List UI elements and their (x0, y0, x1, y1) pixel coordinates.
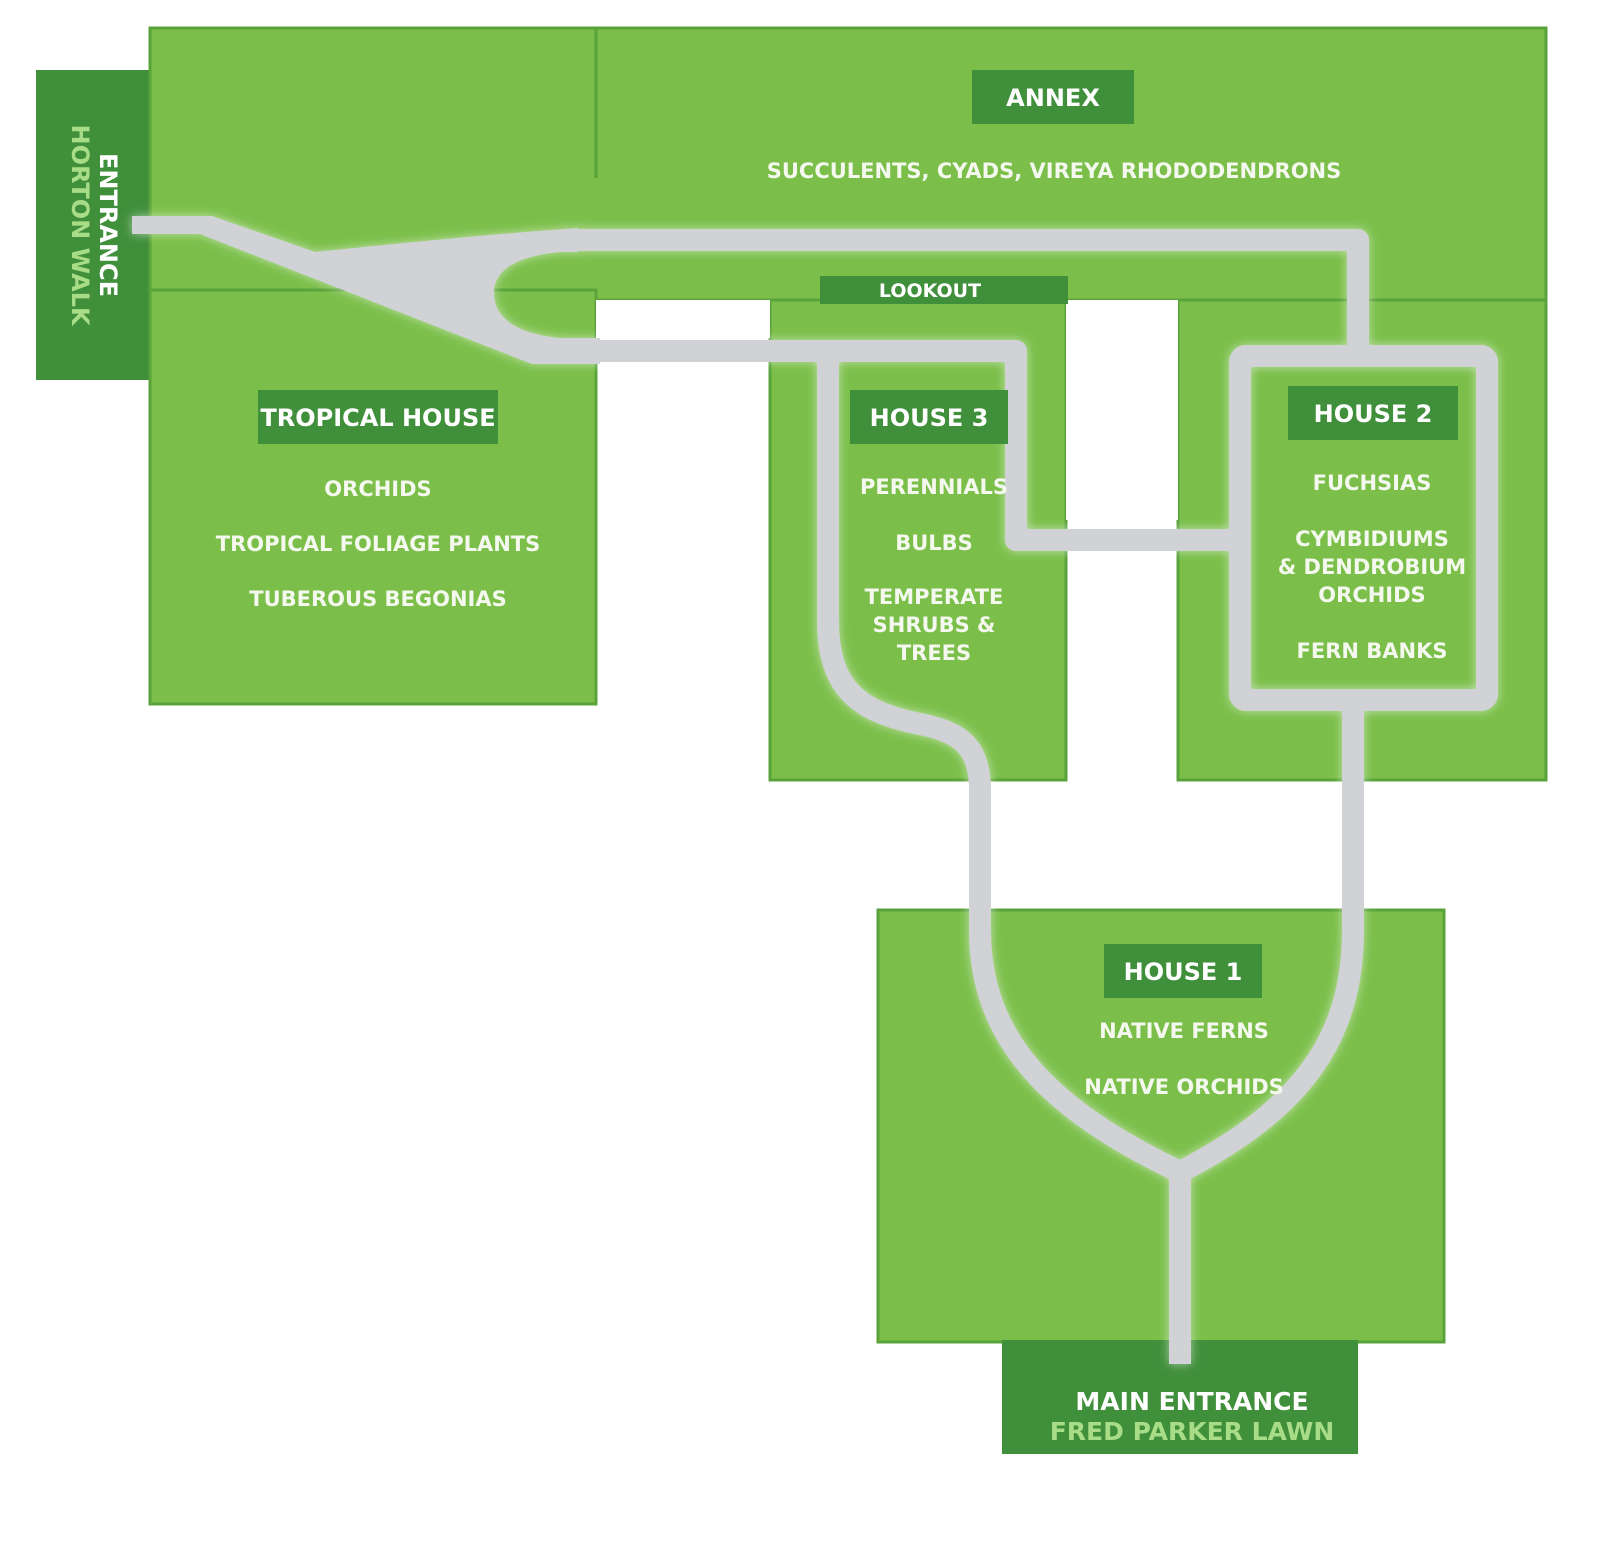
path-entrance-wedge (132, 216, 600, 364)
house3-plant-2: TEMPERATE (865, 585, 1004, 609)
house3-plant-0: PERENNIALS (860, 475, 1008, 499)
courtyard-void-left (596, 300, 770, 338)
lookout-title: LOOKOUT (879, 280, 981, 302)
tropical-plant-1: TROPICAL FOLIAGE PLANTS (216, 532, 541, 556)
horton-walk-entrance-label: ENTRANCE HORTON WALK (66, 125, 122, 327)
house2-plant-3: ORCHIDS (1318, 583, 1425, 607)
house2-title: HOUSE 2 (1314, 400, 1433, 428)
lookout-label-box (820, 276, 1068, 304)
annex-label-box (972, 70, 1134, 124)
path-north-corridor (570, 229, 1369, 348)
house2-plant-0: FUCHSIAS (1313, 471, 1432, 495)
house2-label-box (1288, 386, 1458, 440)
tropical-house-label-box (258, 390, 498, 444)
tropical-plant-0: ORCHIDS (324, 477, 431, 501)
side-entrance-subtitle: HORTON WALK (66, 125, 94, 327)
house3-title: HOUSE 3 (870, 404, 989, 432)
side-entrance-title: ENTRANCE (94, 153, 122, 297)
house1-title: HOUSE 1 (1124, 958, 1243, 986)
path-house3-loop (817, 351, 1185, 1182)
house1-plant-1: NATIVE ORCHIDS (1084, 1075, 1284, 1099)
courtyard-void-middle (1066, 300, 1178, 520)
house2-plant-1: CYMBIDIUMS (1295, 527, 1449, 551)
tropical-house-title: TROPICAL HOUSE (260, 404, 495, 432)
house3-plant-3: SHRUBS & (873, 613, 996, 637)
house3-plant-4: TREES (897, 641, 971, 665)
tropical-plant-2: TUBEROUS BEGONIAS (249, 587, 506, 611)
main-entrance-subtitle: FRED PARKER LAWN (1050, 1417, 1335, 1446)
house3-label-box (850, 390, 1008, 444)
house3-plant-1: BULBS (895, 531, 973, 555)
walking-paths (132, 216, 1498, 1364)
tropical-house-building[interactable] (148, 288, 598, 706)
path-lookout-corridor (560, 340, 1240, 551)
house2-plant-2: & DENDROBIUM (1278, 555, 1466, 579)
annex-plant-0: SUCCULENTS, CYADS, VIREYA RHODODENDRONS (767, 159, 1342, 183)
path-house2-descent (1174, 700, 1364, 1182)
house1-label-box (1104, 944, 1262, 998)
house1-plant-0: NATIVE FERNS (1099, 1019, 1269, 1043)
main-entrance-title: MAIN ENTRANCE (1075, 1387, 1308, 1416)
annex-title: ANNEX (1006, 84, 1100, 112)
house2-plant-4: FERN BANKS (1297, 639, 1448, 663)
